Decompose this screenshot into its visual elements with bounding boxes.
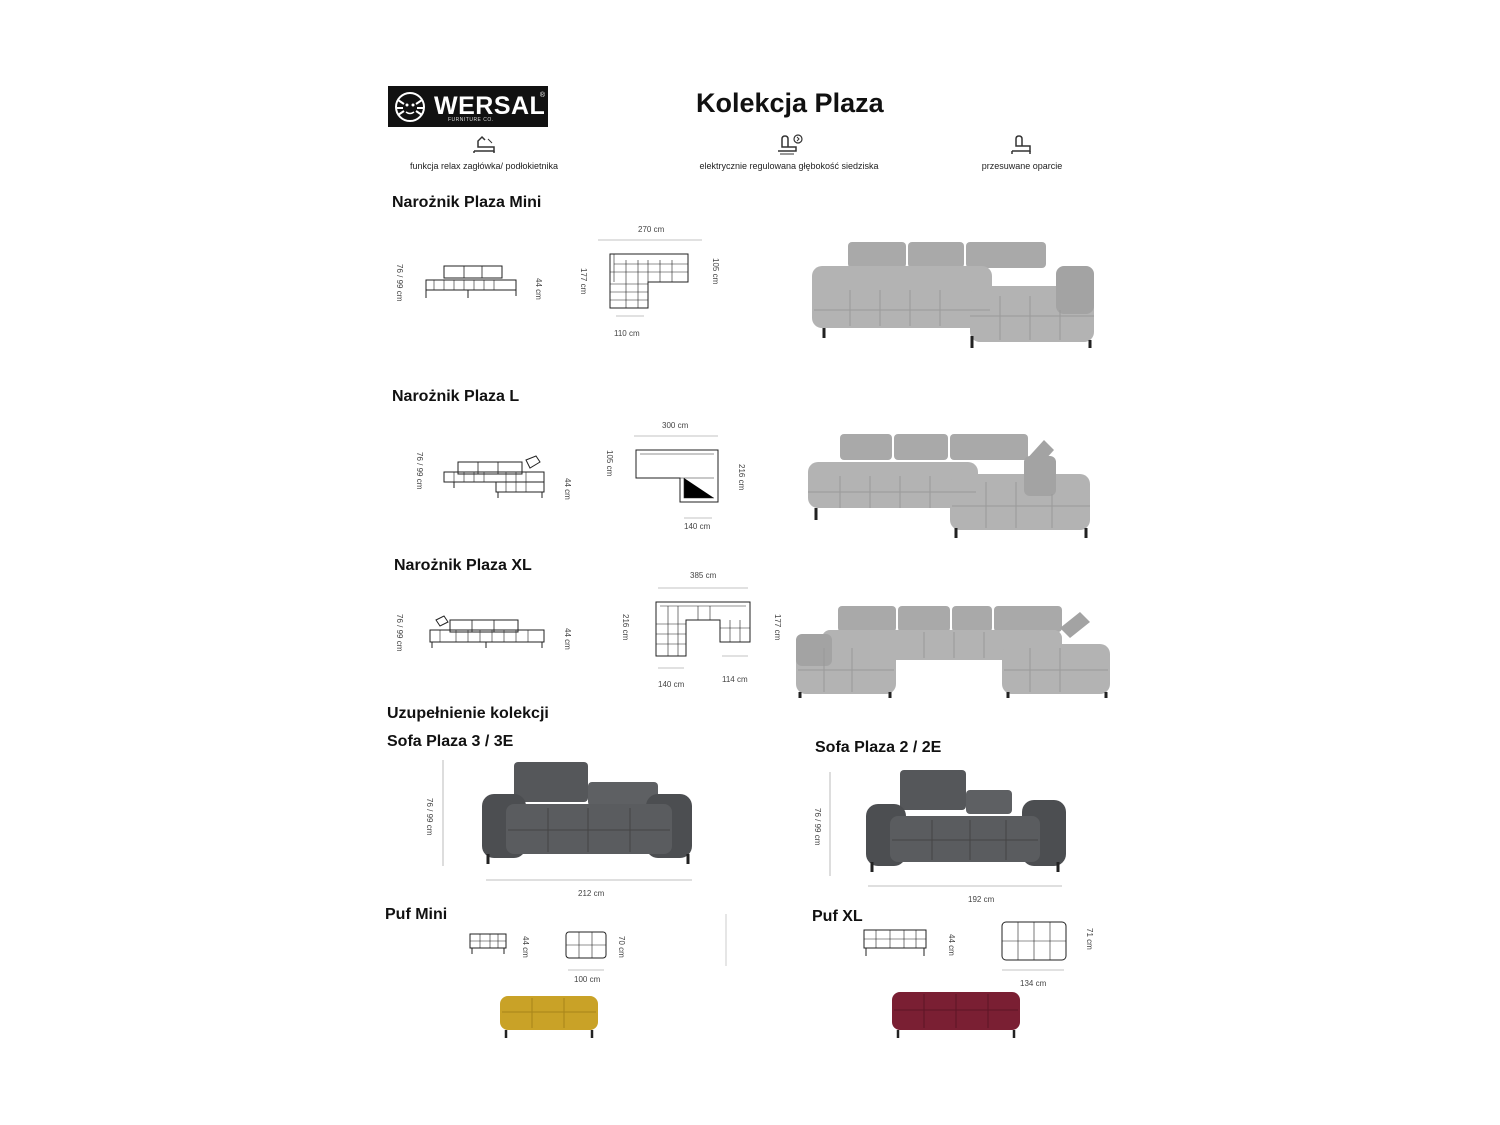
logo-registered-mark: ® [539, 92, 545, 99]
sofa2-width-dim: 192 cm [968, 895, 995, 904]
sofa3-photo [482, 762, 692, 864]
xl-depth-left-dim: 216 cm [621, 614, 630, 641]
page-title: Kolekcja Plaza [696, 88, 884, 118]
mini-seat-dim: 44 cm [534, 278, 543, 300]
feature-seat-depth-label: elektrycznie regulowana głębokość siedzi… [699, 161, 879, 171]
mini-chaise-dim: 110 cm [614, 329, 640, 338]
sofa2-height-line [829, 772, 831, 876]
wersal-logo: WERSAL FURNITURE CO. ® [388, 86, 548, 127]
feature-relax: funkcja relax zagłówka/ podłokietnika [398, 133, 570, 171]
section-title-plaza-mini: Narożnik Plaza Mini [392, 194, 542, 211]
sofa3-width-dim: 212 cm [578, 889, 605, 898]
divider-line [725, 914, 727, 966]
l-front-drawing [443, 455, 545, 498]
xl-height-dim: 76 / 99 cm [395, 614, 404, 652]
pufmini-photo [500, 996, 598, 1038]
sofa2-height-dim: 76 / 99 cm [813, 808, 822, 846]
mini-top-drawing [598, 239, 702, 317]
feature-relax-label: funkcja relax zagłówka/ podłokietnika [409, 161, 559, 171]
mini-depth-left-dim: 177 cm [579, 268, 588, 295]
section-title-sofa-2: Sofa Plaza 2 / 2E [815, 739, 942, 756]
xl-depth-right-dim: 177 cm [773, 614, 782, 641]
xl-chaise-left-dim: 140 cm [658, 680, 685, 689]
mini-height-dim: 76 / 99 cm [395, 264, 404, 302]
lion-icon [395, 92, 425, 122]
sliding-backrest-icon [1011, 135, 1031, 154]
pufxl-height-dim: 44 cm [947, 934, 956, 956]
relax-headrest-icon [473, 135, 495, 153]
sofa3-height-line [442, 760, 444, 866]
section-title-plaza-l: Narożnik Plaza L [392, 388, 520, 405]
feature-sliding-backrest-label: przesuwane oparcie [981, 161, 1063, 171]
mini-front-drawing [425, 265, 517, 298]
section-title-complement: Uzupełnienie kolekcji [387, 705, 549, 722]
xl-photo [796, 606, 1110, 698]
l-depth-left-dim: 105 cm [605, 450, 614, 477]
pufmini-depth-dim: 70 cm [617, 936, 626, 958]
l-width-dim: 300 cm [662, 421, 689, 430]
section-title-sofa-3: Sofa Plaza 3 / 3E [387, 733, 514, 750]
l-top-drawing [634, 435, 719, 519]
xl-top-drawing [655, 587, 751, 669]
feature-sliding-backrest: przesuwane oparcie [970, 133, 1074, 171]
sofa3-width-line [486, 879, 692, 881]
l-chaise-dim: 140 cm [684, 522, 711, 531]
logo-subtitle: FURNITURE CO. [448, 117, 494, 123]
pufmini-side-drawing [469, 933, 507, 954]
mini-photo [812, 242, 1094, 348]
xl-seat-dim: 44 cm [563, 628, 572, 650]
xl-width-dim: 385 cm [690, 571, 717, 580]
electric-seat-depth-icon [778, 134, 803, 155]
pufxl-photo [892, 992, 1020, 1038]
section-title-puf-mini: Puf Mini [385, 906, 448, 923]
section-title-plaza-xl: Narożnik Plaza XL [394, 557, 532, 574]
sofa2-width-line [868, 885, 1062, 887]
xl-chaise-right-dim: 114 cm [722, 675, 748, 684]
pufxl-side-drawing [863, 929, 927, 956]
section-title-puf-xl: Puf XL [812, 908, 863, 925]
l-depth-right-dim: 216 cm [737, 464, 746, 491]
sofa3-height-dim: 76 / 99 cm [425, 798, 434, 836]
l-photo [808, 434, 1090, 538]
pufmini-width-dim: 100 cm [574, 975, 601, 984]
logo-brand: WERSAL [434, 92, 546, 120]
mini-width-dim: 270 cm [638, 225, 665, 234]
pufxl-top-drawing [1001, 921, 1067, 971]
mini-depth-right-dim: 105 cm [711, 258, 720, 285]
pufmini-top-drawing [565, 931, 607, 971]
pufxl-width-dim: 134 cm [1020, 979, 1047, 988]
pufmini-height-dim: 44 cm [521, 936, 530, 958]
sofa2-photo [866, 770, 1066, 872]
l-seat-dim: 44 cm [563, 478, 572, 500]
pufxl-depth-dim: 71 cm [1085, 928, 1094, 950]
xl-front-drawing [429, 615, 545, 648]
l-height-dim: 76 / 99 cm [415, 452, 424, 490]
feature-seat-depth: elektrycznie regulowana głębokość siedzi… [688, 133, 890, 171]
